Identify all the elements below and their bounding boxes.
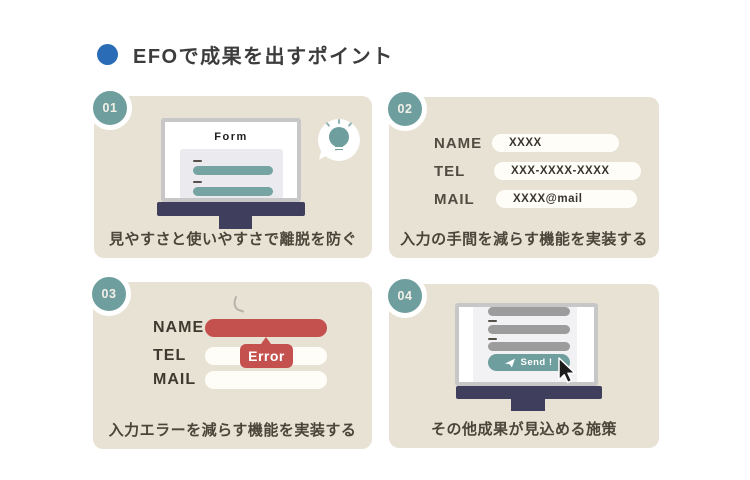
tel-label: TEL	[153, 347, 187, 364]
card-number: 01	[102, 101, 118, 115]
name-value: XXXX	[509, 137, 542, 149]
card-number: 03	[101, 287, 117, 301]
monitor-bezel	[456, 386, 602, 399]
card-04: 04 Send ! その他成果が見込める施策	[383, 274, 659, 448]
error-badge: Error	[240, 337, 293, 368]
form-row: NAME	[153, 319, 327, 337]
card-number: 04	[397, 289, 413, 303]
title-row: EFOで成果を出すポイント	[97, 40, 394, 69]
card-01-number-badge: 01	[88, 86, 132, 130]
card-04-number-badge: 04	[383, 274, 427, 318]
monitor-screen: Send !	[455, 303, 598, 386]
send-button: Send !	[488, 354, 570, 371]
card-number: 02	[397, 102, 413, 116]
name-field-error	[205, 319, 327, 337]
autofill-form: NAME XXXX TEL XXX-XXXX-XXXX MAIL XXXX@ma…	[434, 134, 641, 208]
page-title: EFOで成果を出すポイント	[133, 46, 394, 68]
form-row: TEL XXX-XXXX-XXXX	[434, 162, 641, 180]
field-label-dash	[193, 181, 202, 183]
monitor-bezel	[157, 202, 305, 216]
card-02-number-badge: 02	[383, 87, 427, 131]
input-bar	[193, 166, 273, 175]
card-02: 02 NAME XXXX TEL XXX-XXXX-XXXX MAIL XXXX…	[383, 87, 659, 258]
mail-label: MAIL	[434, 190, 475, 208]
form-row: NAME XXXX	[434, 134, 641, 152]
title-bullet-icon	[97, 44, 118, 65]
mail-field: XXXX@mail	[496, 190, 637, 208]
cursor-icon	[558, 357, 576, 384]
speech-bubble-tail	[319, 150, 331, 163]
field-label-dash	[193, 160, 202, 162]
card-01-caption: 見やすさと使いやすさで離脱を防ぐ	[108, 231, 357, 248]
name-label: NAME	[434, 134, 483, 152]
input-bar	[193, 187, 273, 196]
tel-value: XXX-XXXX-XXXX	[511, 165, 610, 177]
field-label-dash	[488, 338, 497, 340]
send-button-label: Send !	[520, 357, 553, 368]
form-heading: Form	[214, 131, 248, 143]
form-row: MAIL XXXX@mail	[434, 190, 641, 208]
input-bar	[488, 342, 570, 351]
input-bar	[488, 325, 570, 334]
form-panel	[180, 149, 283, 198]
field-label-dash	[488, 320, 497, 322]
card-03-caption: 入力エラーを減らす機能を実装する	[108, 422, 357, 439]
input-bar	[488, 307, 570, 316]
card-03: 03 NAME TEL MAIL Error 入力エラーを減らす機能を実装する	[87, 272, 372, 449]
tel-label: TEL	[434, 162, 466, 180]
name-label: NAME	[153, 319, 205, 336]
monitor-stand	[219, 216, 252, 229]
card-02-caption: 入力の手間を減らす機能を実装する	[400, 231, 648, 248]
paper-plane-icon	[505, 358, 516, 367]
name-field: XXXX	[492, 134, 619, 152]
mail-value: XXXX@mail	[513, 193, 583, 205]
card-01: 01 Form 見やすさと使いやすさで離脱を防ぐ	[88, 86, 372, 258]
mail-field	[205, 371, 327, 389]
card-04-caption: その他成果が見込める施策	[430, 421, 617, 438]
card-03-number-badge: 03	[87, 272, 131, 316]
tel-field: XXX-XXXX-XXXX	[494, 162, 641, 180]
lightbulb-icon	[318, 119, 360, 163]
decoration-mark	[233, 296, 244, 313]
form-row: MAIL	[153, 371, 327, 389]
monitor-stand	[511, 399, 545, 411]
monitor-screen: Form	[161, 118, 301, 202]
mail-label: MAIL	[153, 371, 197, 388]
